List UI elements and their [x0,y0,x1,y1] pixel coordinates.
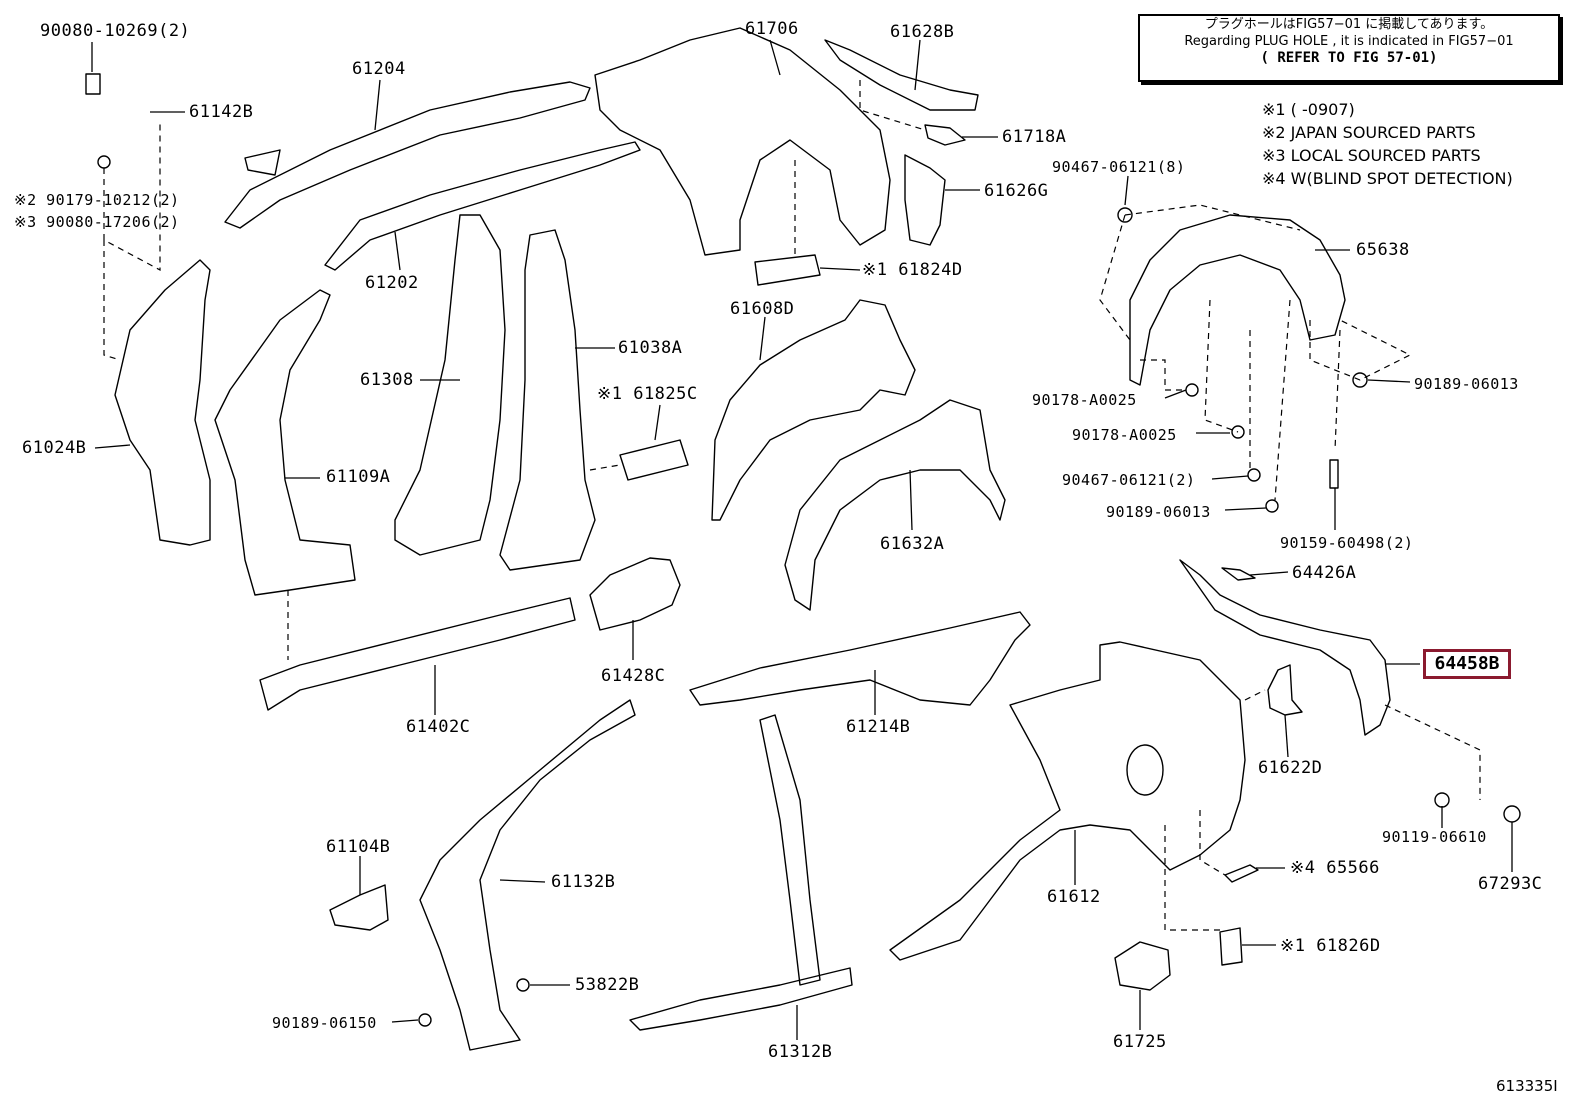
part-61204-shape [224,81,591,229]
note-en: Regarding PLUG HOLE , it is indicated in… [1184,34,1514,49]
part-61612-shape [889,641,1246,961]
callout-90189-06150[interactable]: 90189-06150 [272,1014,377,1032]
callout-61428C[interactable]: 61428C [601,666,666,686]
callout-90179-10212[interactable]: ※2 90179-10212(2) [14,191,180,209]
callout-61132B[interactable]: 61132B [551,872,616,892]
callout-61628B[interactable]: 61628B [890,22,955,42]
part-64426A-shape [1221,567,1256,581]
part-61725-shape [1114,941,1171,991]
fastener-90467-2 [1247,468,1261,482]
callout-90119-06610[interactable]: 90119-06610 [1382,828,1487,846]
part-61104B-shape [329,884,389,931]
part-61628B-shape [824,39,979,111]
callout-61706[interactable]: 61706 [745,19,799,39]
part-65566-shape [1224,864,1259,883]
part-61622D-shape [1267,664,1303,716]
plug-hole-note: プラグホールはFIG57−01 に掲載してあります。 Regarding PLU… [1138,14,1560,82]
part-61024B-shape [114,259,211,546]
callout-61826D[interactable]: ※1 61826D [1280,936,1381,956]
part-61109A-shape [214,289,356,596]
callout-67293C[interactable]: 67293C [1478,874,1543,894]
legend-item: ※2 JAPAN SOURCED PARTS [1262,123,1476,142]
callout-90080-10269[interactable]: 90080-10269(2) [40,21,191,41]
callout-90467-06121-2[interactable]: 90467-06121(2) [1062,471,1196,489]
callout-61308[interactable]: 61308 [360,370,414,390]
legend-item: ※3 LOCAL SOURCED PARTS [1262,146,1481,165]
part-61428C-shape [589,557,681,631]
callout-61612[interactable]: 61612 [1047,887,1101,907]
legend-item: ※4 W(BLIND SPOT DETECTION) [1262,169,1513,188]
legend-item: ※1 ( -0907) [1262,100,1355,119]
fastener-90189-a [1352,372,1368,388]
part-61132B-shape [419,699,636,1051]
fastener-90189-06150 [418,1013,432,1027]
part-61706-shape [594,27,891,256]
fastener-90179 [97,155,111,169]
callout-65566[interactable]: ※4 65566 [1290,858,1380,878]
callout-61202[interactable]: 61202 [365,273,419,293]
callout-61038A[interactable]: 61038A [618,338,683,358]
callout-61632A[interactable]: 61632A [880,534,945,554]
callout-90467-06121-8[interactable]: 90467-06121(8) [1052,158,1186,176]
part-61825C-shape [619,439,689,481]
callout-90178-A0025-b[interactable]: 90178-A0025 [1072,426,1177,444]
callout-61024B[interactable]: 61024B [22,438,87,458]
callout-64426A[interactable]: 64426A [1292,563,1357,583]
fastener-90178-b [1231,425,1245,439]
part-61214B-shape [689,611,1031,706]
part-61608D-shape [711,299,916,521]
callout-61608D[interactable]: 61608D [730,299,795,319]
callout-61718A[interactable]: 61718A [1002,127,1067,147]
callout-61214B[interactable]: 61214B [846,717,911,737]
callout-61204[interactable]: 61204 [352,59,406,79]
callout-61824D[interactable]: ※1 61824D [862,260,963,280]
callout-90080-17206[interactable]: ※3 90080-17206(2) [14,213,180,231]
part-61202-shape [324,141,641,271]
callout-65638[interactable]: 65638 [1356,240,1410,260]
callout-53822B[interactable]: 53822B [575,975,640,995]
callout-61402C[interactable]: 61402C [406,717,471,737]
callout-61142B[interactable]: 61142B [189,102,254,122]
part-61038A-shape [499,229,596,571]
fastener-90119 [1434,792,1450,808]
diagram-id: 613335I [1496,1077,1558,1095]
callout-61626G[interactable]: 61626G [984,181,1049,201]
fastener-90467-8 [1117,207,1133,223]
part-64458B-shape [1179,559,1391,736]
part-61626G-shape [904,154,946,246]
part-61824D-shape [754,254,821,286]
callout-90189-06013-a[interactable]: 90189-06013 [1414,375,1519,393]
callout-61104B[interactable]: 61104B [326,837,391,857]
note-ref: ( REFER TO FIG 57-01) [1260,50,1438,66]
fastener-90159 [1329,459,1339,489]
legend: ※1 ( -0907) ※2 JAPAN SOURCED PARTS ※3 LO… [1262,98,1513,190]
fastener-90189-b [1265,499,1279,513]
part-61632A-shape [784,399,1006,611]
callout-90159-60498[interactable]: 90159-60498(2) [1280,534,1414,552]
part-61718A-shape [924,124,966,146]
callout-61622D[interactable]: 61622D [1258,758,1323,778]
highlighted-part-callout[interactable]: 64458B [1423,649,1511,679]
highlighted-part-number[interactable]: 64458B [1434,653,1500,674]
part-65638-shape [1129,214,1346,386]
callout-90189-06013-b[interactable]: 90189-06013 [1106,503,1211,521]
part-61826D-shape [1219,927,1243,966]
fastener-53822B [516,978,530,992]
part-61308-shape [394,214,506,556]
callout-61825C[interactable]: ※1 61825C [597,384,698,404]
callout-90178-A0025-a[interactable]: 90178-A0025 [1032,391,1137,409]
callout-61312B[interactable]: 61312B [768,1042,833,1062]
callout-61109A[interactable]: 61109A [326,467,391,487]
fastener-90178-a [1185,383,1199,397]
fastener-67293C [1503,805,1521,823]
part-61402C-shape [259,597,576,711]
callout-61725[interactable]: 61725 [1113,1032,1167,1052]
fastener-90080-10269 [85,73,101,95]
note-jp: プラグホールはFIG57−01 に掲載してあります。 [1204,17,1494,32]
part-61312B-shape [629,967,853,1031]
